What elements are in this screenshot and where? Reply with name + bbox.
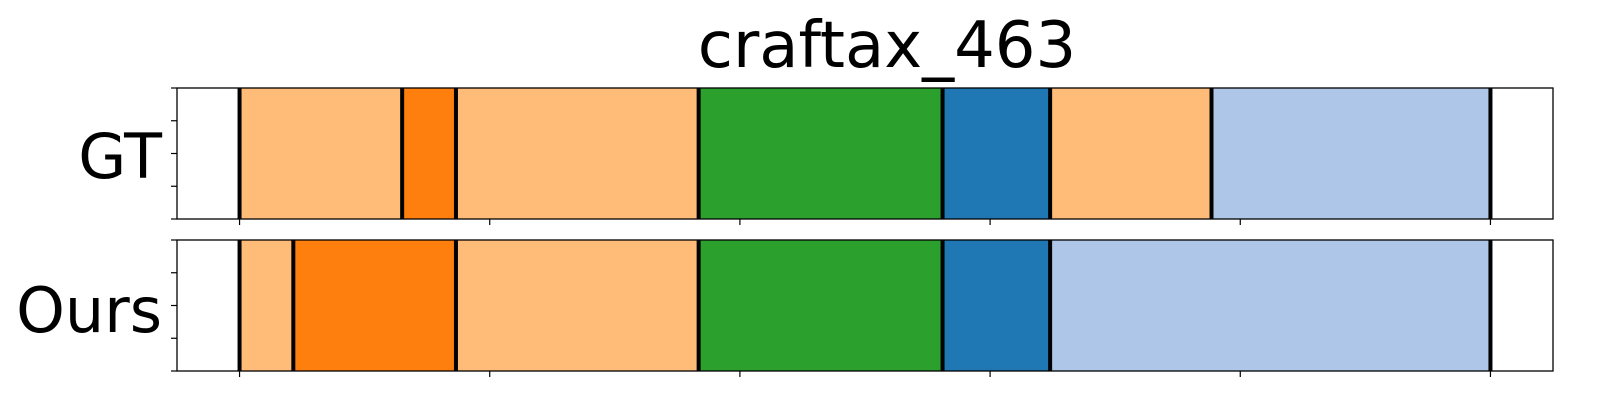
segment-gt-1 [402,88,456,219]
segment-gt-5 [1050,88,1212,219]
segment-gt-2 [455,88,699,219]
chart-title: craftax_463 [697,9,1077,83]
axis-frame-gt [176,87,1554,220]
segment-gt-3 [698,88,943,219]
segment-ours-5 [1050,240,1491,371]
segment-gt-6 [1211,88,1491,219]
row-label-ours: Ours [16,274,162,347]
axis-frame-ours [176,239,1554,372]
segment-gt-4 [942,88,1051,219]
segment-ours-0 [239,240,294,371]
segment-ours-1 [293,240,456,371]
segment-ours-2 [455,240,699,371]
row-label-gt: GT [78,120,162,193]
segment-ours-4 [942,240,1051,371]
segment-gt-0 [239,88,403,219]
segment-ours-3 [698,240,943,371]
